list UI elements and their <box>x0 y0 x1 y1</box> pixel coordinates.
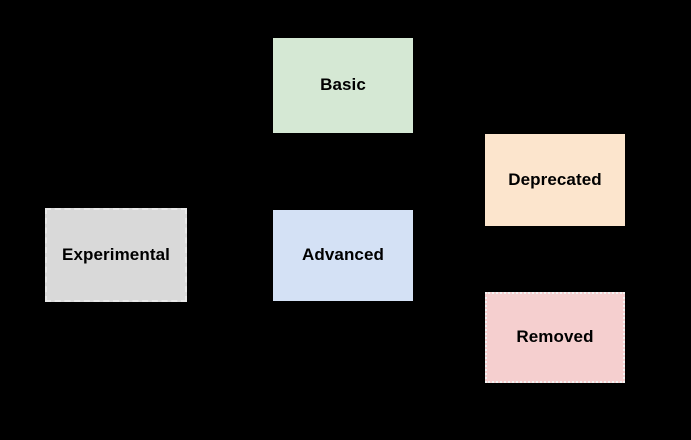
node-label-experimental: Experimental <box>62 244 170 264</box>
diagram-node-advanced[interactable]: Advanced <box>273 210 413 301</box>
node-label-deprecated: Deprecated <box>508 169 602 189</box>
diagram-node-deprecated[interactable]: Deprecated <box>485 134 625 226</box>
node-label-basic: Basic <box>320 75 366 95</box>
node-label-removed: Removed <box>516 327 594 347</box>
diagram-node-basic[interactable]: Basic <box>273 38 413 133</box>
node-label-advanced: Advanced <box>301 245 385 265</box>
diagram-node-removed[interactable]: Removed <box>485 292 625 383</box>
diagram-node-experimental[interactable]: Experimental <box>45 208 187 302</box>
